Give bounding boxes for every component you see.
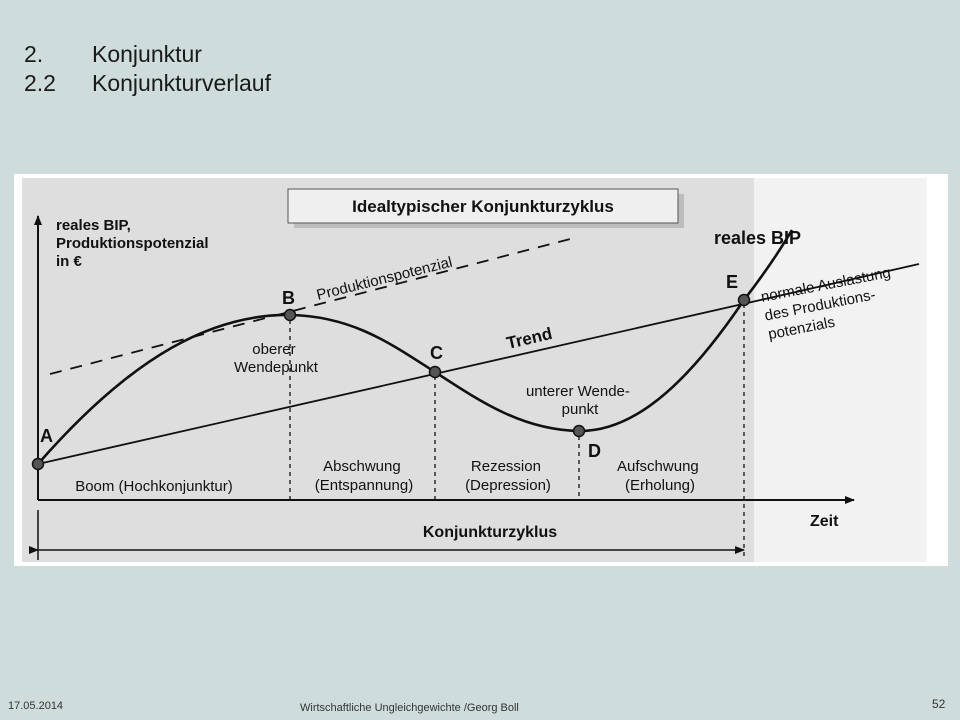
heading-subsection-title: Konjunkturverlauf [92,70,271,96]
phase-recession-label: Rezession (Depression) [465,458,551,494]
phase-upturn-label: Aufschwung (Erholung) [617,458,703,494]
y-axis-label: reales BIP, Produktionspotenzial in € [56,217,213,270]
phase-recession-name: Rezession [471,458,541,475]
heading-subsection-number: 2.2 [24,70,56,96]
upper-turning-line-2: Wendepunkt [234,359,319,376]
point-e-label: E [726,272,738,292]
point-a-marker [31,457,45,471]
x-axis-label: Zeit [810,513,839,530]
point-d-label: D [588,441,601,461]
y-axis-label-line-2: Produktionspotenzial [56,235,209,252]
lower-turning-point-note: unterer Wende- punkt [526,383,634,418]
real-gdp-label: reales BIP [714,228,801,248]
phase-boom-label: Boom (Hochkonjunktur) [75,478,233,495]
phase-downturn-label: Abschwung (Entspannung) [315,458,413,494]
diagram-right-panel [754,178,927,562]
point-b-label: B [282,288,295,308]
heading-subsection: 2.2 Konjunkturverlauf [24,69,271,97]
cycle-label-background [402,520,582,542]
y-axis-label-line-3: in € [56,253,82,270]
heading-section-number: 2. [24,41,44,67]
point-a-label: A [40,426,53,446]
lower-turning-line-2: punkt [562,401,600,418]
trend-line [37,263,920,465]
phase-upturn-sub: (Erholung) [625,477,695,494]
point-b-marker [283,308,297,322]
footer-author: Wirtschaftliche Ungleichgewichte /Georg … [300,702,519,714]
point-c-label: C [430,343,443,363]
y-axis-label-line-1: reales BIP, [56,217,131,234]
footer-date: 17.05.2014 [8,700,64,712]
phase-upturn-name: Aufschwung [617,458,699,475]
title-box [287,188,679,224]
business-cycle-figure: Idealtypischer Konjunkturzyklus reales B… [14,174,948,566]
phase-downturn-sub: (Entspannung) [315,477,413,494]
page-number: 52 [932,697,946,711]
heading-section: 2. Konjunktur [24,40,202,68]
heading-section-title: Konjunktur [92,41,202,67]
cycle-label: Konjunkturzyklus [423,524,557,541]
point-d-marker [572,424,586,438]
point-e-marker [737,293,751,307]
point-c-marker [428,365,442,379]
diagram-title: Idealtypischer Konjunkturzyklus [352,197,614,216]
upper-turning-line-1: oberer [252,341,295,358]
phase-recession-sub: (Depression) [465,477,551,494]
potential-line [49,237,575,375]
upper-turning-point-note: oberer Wendepunkt [234,341,319,376]
business-cycle-diagram: Idealtypischer Konjunkturzyklus reales B… [22,178,927,562]
lower-turning-line-1: unterer Wende- [526,383,630,400]
phase-downturn-name: Abschwung [323,458,401,475]
